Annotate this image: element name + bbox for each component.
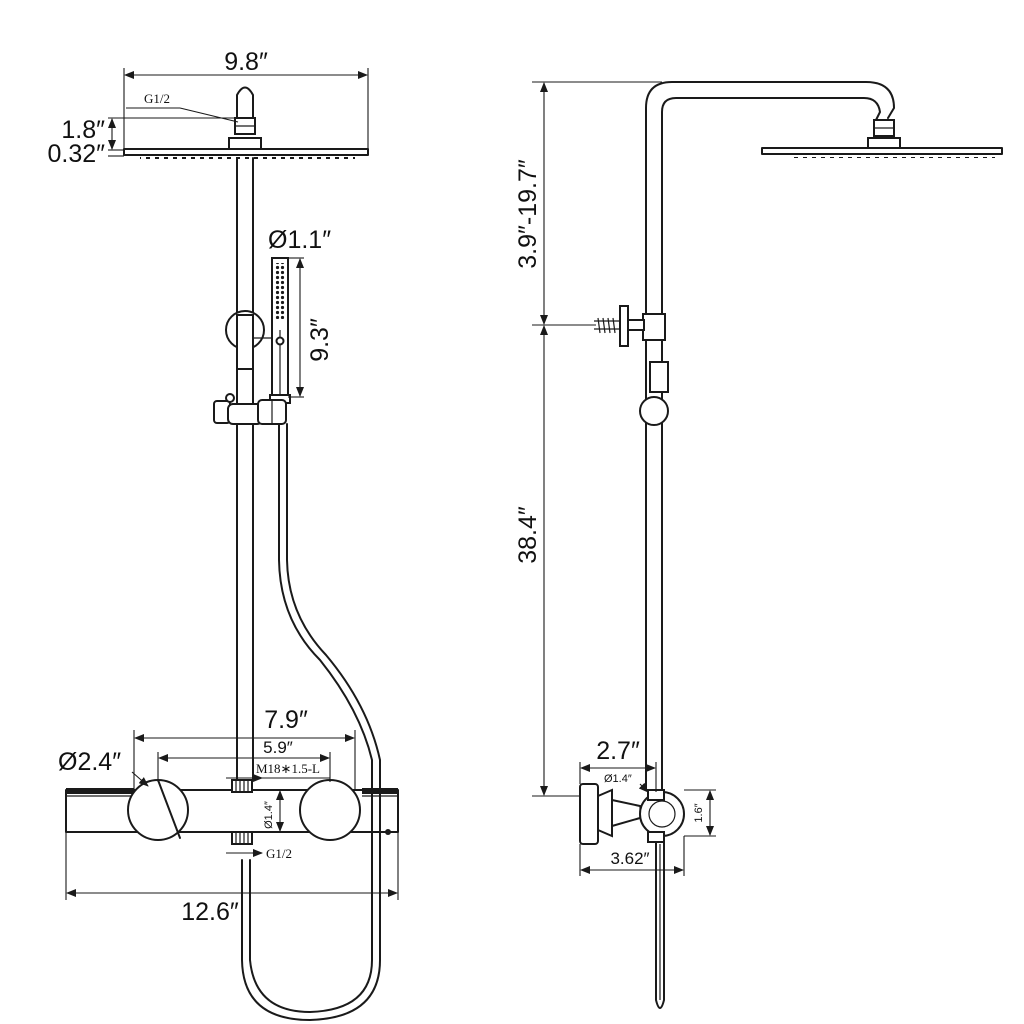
slider-holder [213,393,287,425]
adjust-height-label: 3.9″-19.7″ [514,159,542,269]
thermostatic-valve [65,779,399,845]
riser-rail [236,157,254,781]
dim-adjust-height: 3.9″-19.7″ [514,81,662,326]
nut-height-label: 1.8″ [61,116,105,144]
wall-bracket [225,310,272,370]
rain-shower-head [123,86,369,159]
side-valve [579,783,685,845]
head-width-label: 9.8″ [224,48,268,76]
overhead-arm [645,81,895,331]
hose [241,423,381,1021]
dim-side-valve: 2.7″ Ø1.4″ 1.6″ 3.62″ [579,737,716,876]
dim-head-width: 9.8″ [123,48,369,150]
top-thread-label: M18∗1.5-L [256,761,320,776]
side-view: 3.9″-19.7″ 38.4″ [514,81,1003,1009]
side-hose [655,841,665,1009]
knob-diameter-label: Ø2.4″ [58,748,121,776]
hand-length-label: 9.3″ [306,318,334,362]
side-wall-bracket [594,305,645,347]
side-pipe-diameter-label: Ø1.4″ [604,773,632,785]
total-depth-label: 3.62″ [610,849,649,868]
body-width-label: 12.6″ [181,898,239,926]
dim-head-thread: G1/2 [126,91,239,123]
bottom-thread-label: G1/2 [266,846,292,861]
dim-head-height: 1.8″ 0.32″ [47,116,236,168]
dim-valve: 7.9″ 5.9″ M18∗1.5-L Ø2.4″ Ø1.4″ G1/2 [58,706,399,926]
inner-span-label: 5.9″ [263,738,293,757]
hand-shower [269,257,291,404]
riser-height-label: 38.4″ [514,506,542,564]
head-thickness-label: 0.32″ [47,140,105,168]
side-slider [639,361,669,426]
outer-span-label: 7.9″ [264,706,308,734]
dim-riser-height: 38.4″ [514,325,580,797]
pipe-diameter-label: Ø1.4″ [263,801,275,829]
side-rain-head [761,119,1003,158]
head-thread-label: G1/2 [144,91,170,106]
valve-depth-label: 2.7″ [596,737,640,765]
front-view: 9.8″ G1/2 1.8″ 0.32″ [47,48,399,1021]
hand-diameter-label: Ø1.1″ [268,226,331,254]
dim-hand-shower: Ø1.1″ 9.3″ [268,226,334,398]
valve-height-label: 1.6″ [693,803,705,822]
